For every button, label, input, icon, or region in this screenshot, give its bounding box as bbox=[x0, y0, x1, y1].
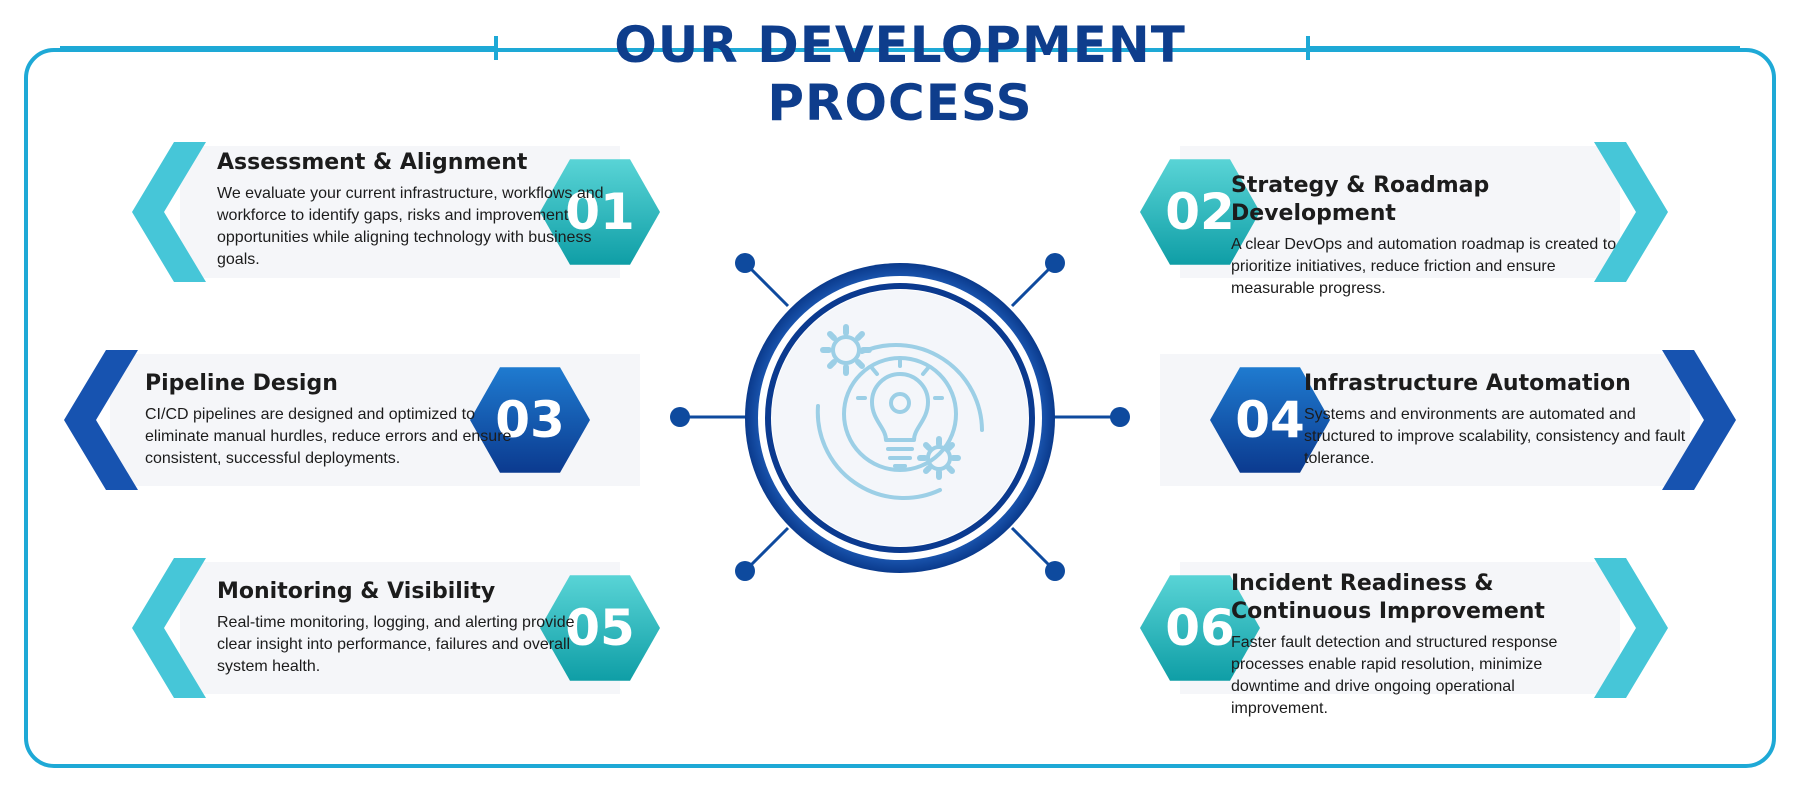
icon-orbit-top bbox=[860, 343, 984, 432]
step-number-04: 04 bbox=[1235, 391, 1305, 449]
step-05-description: Real-time monitoring, logging, and alert… bbox=[217, 614, 575, 675]
step-01-title: Assessment & Alignment bbox=[217, 150, 528, 175]
card-03-chevron bbox=[64, 350, 138, 490]
step-04: Infrastructure Automation Systems and en… bbox=[1304, 370, 1694, 470]
card-02-chevron bbox=[1594, 142, 1668, 282]
page-title: OUR DEVELOPMENT PROCESS bbox=[614, 16, 1186, 132]
icon-ray bbox=[870, 366, 879, 376]
icon-gear-small-teeth bbox=[917, 436, 961, 480]
card-01-chevron bbox=[132, 142, 206, 282]
hexagon-05 bbox=[540, 575, 660, 681]
step-04-description: Systems and environments are automated a… bbox=[1304, 406, 1686, 467]
step-01: Assessment & Alignment We evaluate your … bbox=[217, 149, 607, 271]
connector-dot-05 bbox=[735, 561, 755, 581]
connector-dot-06 bbox=[1045, 561, 1065, 581]
hexagon-06 bbox=[1140, 575, 1260, 681]
card-04-chevron bbox=[1662, 350, 1736, 490]
center-hub bbox=[745, 263, 1055, 573]
hexagon-03 bbox=[470, 367, 590, 473]
step-03-title: Pipeline Design bbox=[145, 371, 338, 396]
title-rule-left-cap bbox=[494, 36, 498, 60]
connector-06 bbox=[1010, 526, 1057, 573]
step-04-title: Infrastructure Automation bbox=[1304, 371, 1631, 396]
center-disc bbox=[772, 290, 1028, 546]
connector-05 bbox=[743, 526, 790, 573]
icon-orbit-bottom bbox=[815, 404, 942, 500]
step-02: Strategy & Roadmap Development A clear D… bbox=[1231, 172, 1621, 300]
hexagon-04 bbox=[1210, 367, 1330, 473]
step-number-06: 06 bbox=[1165, 599, 1235, 657]
step-06-title: Incident Readiness & Continuous Improvem… bbox=[1231, 571, 1545, 624]
step-06-description: Faster fault detection and structured re… bbox=[1231, 634, 1558, 717]
connector-01 bbox=[743, 261, 790, 308]
connector-dot-04 bbox=[1110, 407, 1130, 427]
icon-bulb bbox=[870, 372, 930, 442]
step-number-02: 02 bbox=[1165, 183, 1235, 241]
step-02-description: A clear DevOps and automation roadmap is… bbox=[1231, 236, 1617, 297]
connector-dots bbox=[670, 253, 1130, 581]
connector-dot-02 bbox=[1045, 253, 1065, 273]
step-number-05: 05 bbox=[565, 599, 635, 657]
step-05-title: Monitoring & Visibility bbox=[217, 579, 496, 604]
step-06: Incident Readiness & Continuous Improvem… bbox=[1231, 570, 1611, 720]
title-rule-right-cap bbox=[1306, 36, 1310, 60]
card-05-chevron bbox=[132, 558, 206, 698]
connector-lines bbox=[680, 261, 1120, 573]
step-03: Pipeline Design CI/CD pipelines are desi… bbox=[145, 370, 535, 470]
card-06-chevron bbox=[1594, 558, 1668, 698]
step-01-description: We evaluate your current infrastructure,… bbox=[217, 185, 604, 268]
icon-gear-large-teeth bbox=[820, 324, 872, 376]
icon-gear-large-hub bbox=[831, 335, 861, 365]
hexagon-02 bbox=[1140, 159, 1260, 265]
title-rule-right bbox=[1306, 46, 1740, 50]
step-05: Monitoring & Visibility Real-time monito… bbox=[217, 578, 607, 678]
connector-02 bbox=[1010, 261, 1057, 308]
connector-dot-03 bbox=[670, 407, 690, 427]
icon-ray bbox=[921, 366, 930, 376]
step-03-description: CI/CD pipelines are designed and optimiz… bbox=[145, 406, 512, 467]
step-number-01: 01 bbox=[565, 183, 635, 241]
lightbulb-gears-icon bbox=[815, 324, 984, 500]
title-rule-left bbox=[60, 46, 494, 50]
icon-bulb-gear bbox=[889, 392, 911, 414]
step-02-title: Strategy & Roadmap Development bbox=[1231, 173, 1490, 226]
connector-dot-01 bbox=[735, 253, 755, 273]
hexagon-01 bbox=[540, 159, 660, 265]
step-number-03: 03 bbox=[495, 391, 565, 449]
